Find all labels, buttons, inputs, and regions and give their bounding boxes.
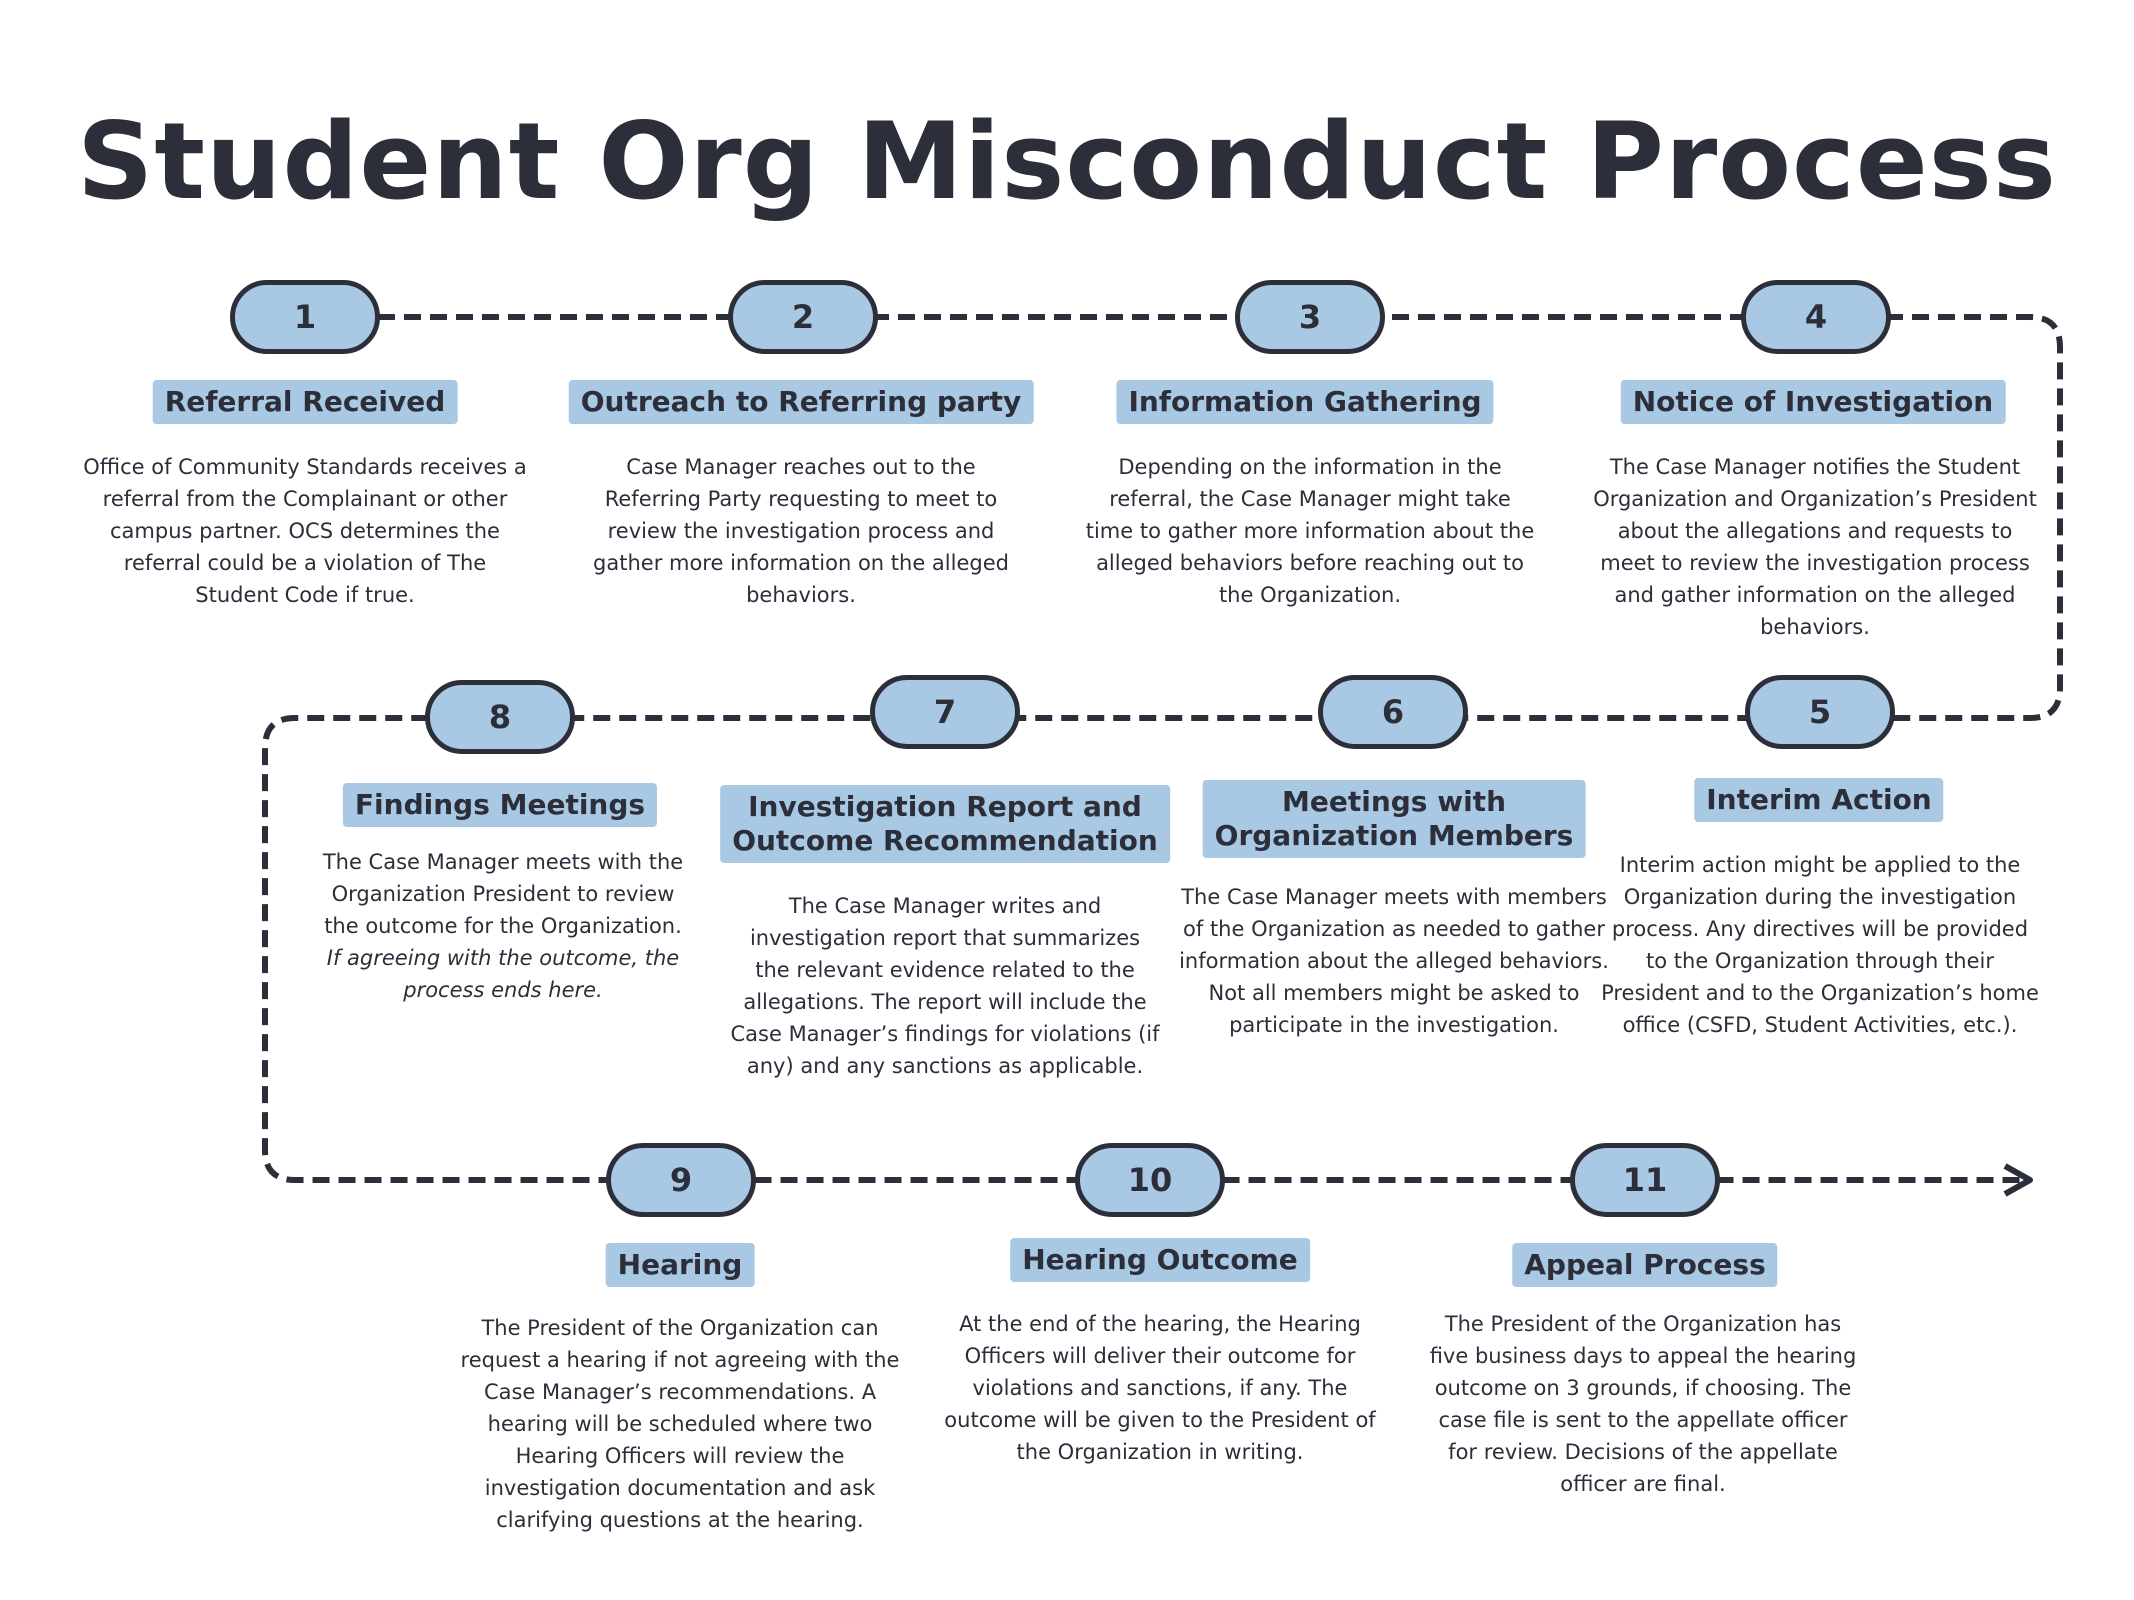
step-11-number-badge: 11 (1570, 1143, 1720, 1217)
step-5-heading: Interim Action (1694, 778, 1944, 822)
step-4-heading: Notice of Investigation (1620, 380, 2006, 424)
step-5-number-badge: 5 (1745, 675, 1895, 749)
step-7-description: The Case Manager writes and investigatio… (730, 894, 1160, 1078)
step-3-description: Depending on the information in the refe… (1085, 455, 1535, 607)
step-8-number-badge: 8 (425, 680, 575, 754)
step-1-number-badge: 1 (230, 280, 380, 354)
step-7-heading: Investigation Report and Outcome Recomme… (720, 785, 1170, 863)
step-7-number-badge: 7 (870, 675, 1020, 749)
step-6-number-badge: 6 (1318, 675, 1468, 749)
step-8-heading: Findings Meetings (342, 783, 658, 827)
step-8-description: The Case Manager meets with the Organiza… (318, 846, 688, 1006)
step-4-number-badge: 4 (1741, 280, 1891, 354)
step-6-heading-line-1: Meetings with (1282, 785, 1506, 818)
step-7-heading-line-2: Outcome Recommendation (732, 824, 1158, 857)
step-6-heading-line-2: Organization Members (1214, 819, 1574, 852)
step-1-description: Office of Community Standards receives a… (83, 455, 527, 607)
step-11-heading: Appeal Process (1512, 1243, 1778, 1287)
step-10-number-badge: 10 (1075, 1143, 1225, 1217)
step-8-description-italic-note: If agreeing with the outcome, the proces… (326, 946, 680, 1002)
step-2-heading: Outreach to Referring party (568, 380, 1034, 424)
dashed-flow-line (262, 314, 2063, 1183)
arrow-head-icon (2003, 1163, 2033, 1197)
step-9-number-badge: 9 (606, 1143, 756, 1217)
step-4-description: The Case Manager notifies the Student Or… (1593, 455, 2037, 639)
step-1-heading: Referral Received (152, 380, 458, 424)
step-10-heading: Hearing Outcome (1010, 1238, 1310, 1282)
step-8-description-text: The Case Manager meets with the Organiza… (322, 850, 684, 938)
step-3-heading: Information Gathering (1116, 380, 1494, 424)
step-2-number-badge: 2 (728, 280, 878, 354)
step-7-heading-line-1: Investigation Report and (748, 790, 1142, 823)
step-6-heading: Meetings with Organization Members (1202, 780, 1586, 858)
step-9-heading: Hearing (605, 1243, 755, 1287)
step-5-description: Interim action might be applied to the O… (1601, 853, 2039, 1037)
step-3-number-badge: 3 (1235, 280, 1385, 354)
step-10-description: At the end of the hearing, the Hearing O… (944, 1312, 1376, 1464)
step-11-description: The President of the Organization has fi… (1429, 1312, 1857, 1496)
step-6-description: The Case Manager meets with members of t… (1179, 885, 1609, 1037)
step-2-description: Case Manager reaches out to the Referrin… (593, 455, 1009, 607)
step-9-description: The President of the Organization can re… (460, 1316, 900, 1532)
page-title: Student Org Misconduct Process (77, 100, 2057, 223)
